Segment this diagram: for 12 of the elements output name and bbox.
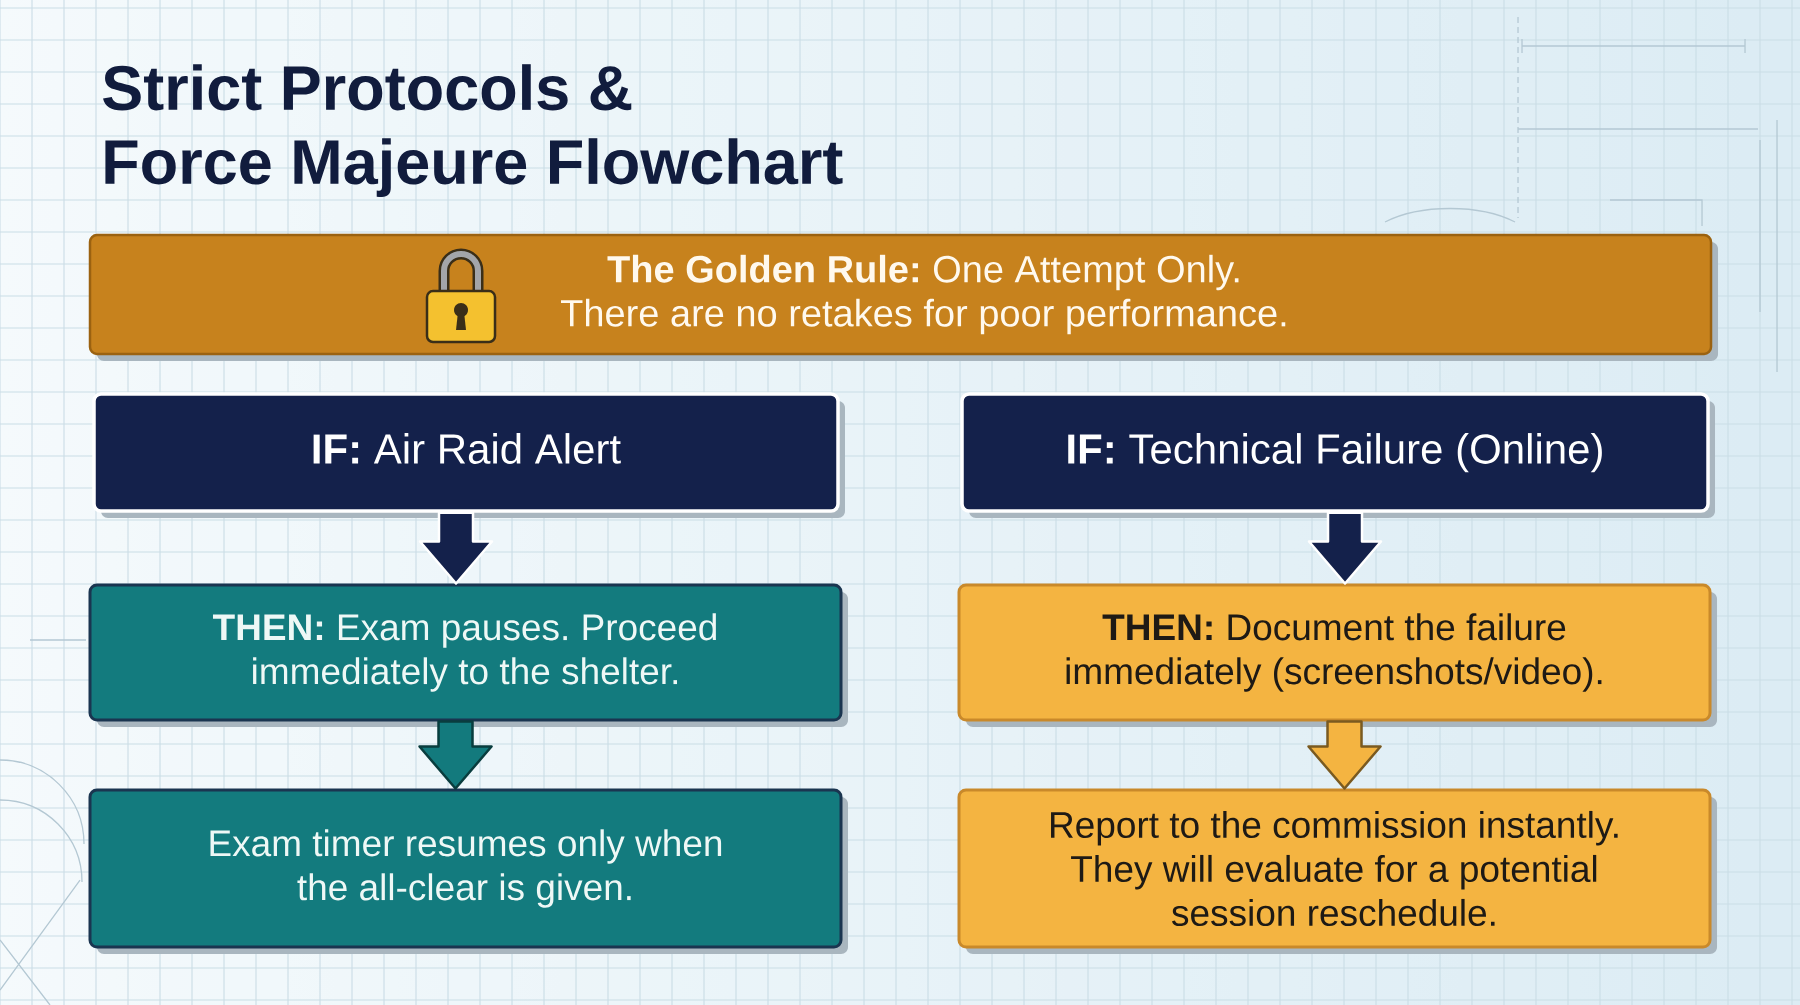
- arrow: [1307, 511, 1383, 585]
- process-box: Report to the commission instantly. They will evaluate for a potential session reschedule.: [957, 788, 1717, 954]
- arrow: [418, 511, 494, 585]
- process-box: THEN: Document the failure immediately (screenshots/video).: [957, 583, 1717, 727]
- arrow: [1307, 720, 1382, 790]
- banner: The Golden Rule: One Attempt Only. There are no retakes for poor performance.: [88, 233, 1718, 361]
- title: Strict Protocols & Force Majeure Flowchart: [103, 64, 843, 197]
- process-box: Exam timer resumes only when the all-clear is given.: [88, 788, 848, 954]
- header-box: IF: Technical Failure (Online): [960, 392, 1715, 518]
- header-box: IF: Air Raid Alert: [92, 392, 845, 518]
- arrow: [418, 720, 493, 790]
- process-box: THEN: Exam pauses. Proceed immediately to the shelter.: [88, 583, 848, 727]
